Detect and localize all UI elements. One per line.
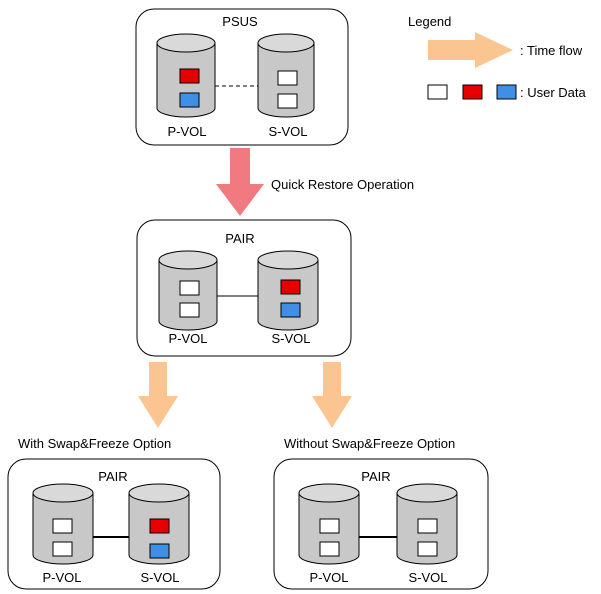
pvol-empty-block — [52, 541, 73, 557]
svol-label: S-VOL — [140, 570, 179, 585]
state-status-label: PAIR — [98, 469, 127, 484]
svol-empty-block — [417, 541, 438, 557]
pvol-empty-block — [52, 518, 73, 534]
pair-state-box: PAIR P-VOL S-VOL — [136, 219, 352, 357]
svol-red-data-block — [280, 279, 301, 295]
svol-blue-data-block — [149, 543, 170, 559]
quick-restore-arrow-icon — [216, 148, 264, 216]
legend-empty-block-icon — [427, 84, 448, 100]
svol-red-data-block — [149, 518, 170, 534]
legend-blue-block-icon — [496, 84, 517, 100]
svol-label: S-VOL — [268, 124, 307, 139]
svol-label: S-VOL — [271, 331, 310, 346]
pvol-empty-block — [179, 302, 200, 318]
left-pair-state-box: PAIR P-VOL S-VOL — [7, 458, 221, 590]
pvol-empty-block — [179, 280, 200, 296]
right-branch-arrow-icon — [312, 362, 352, 428]
right-branch-label: Without Swap&Freeze Option — [284, 436, 455, 451]
svol-empty-block — [417, 518, 438, 534]
time-flow-arrow-icon — [428, 32, 513, 68]
state-status-label: PAIR — [361, 469, 390, 484]
svol-empty-block — [277, 93, 298, 109]
svol-label: S-VOL — [408, 570, 447, 585]
user-data-label: : User Data — [520, 85, 587, 100]
svol-blue-data-block — [280, 302, 301, 318]
pvol-empty-block — [319, 541, 340, 557]
state-status-label: PSUS — [222, 14, 258, 29]
pvol-label: P-VOL — [167, 124, 206, 139]
psus-state-box: PSUS P-VOL S-VOL — [135, 8, 349, 146]
legend: Legend : Time flow : User Data — [408, 14, 587, 100]
pvol-label: P-VOL — [309, 570, 348, 585]
pvol-empty-block — [319, 518, 340, 534]
time-flow-label: : Time flow — [520, 43, 583, 58]
legend-red-block-icon — [462, 84, 483, 100]
legend-title: Legend — [408, 14, 451, 29]
pvol-label: P-VOL — [42, 570, 81, 585]
state-status-label: PAIR — [225, 231, 254, 246]
pvol-label: P-VOL — [168, 331, 207, 346]
left-branch-arrow-icon — [138, 362, 178, 428]
left-branch-label: With Swap&Freeze Option — [18, 436, 171, 451]
svol-cylinder-icon — [257, 250, 319, 331]
pvol-red-data-block — [179, 68, 200, 84]
right-pair-state-box: PAIR P-VOL S-VOL — [273, 458, 489, 590]
operation-label: Quick Restore Operation — [271, 177, 414, 192]
svol-empty-block — [277, 70, 298, 86]
pvol-blue-data-block — [179, 92, 200, 108]
